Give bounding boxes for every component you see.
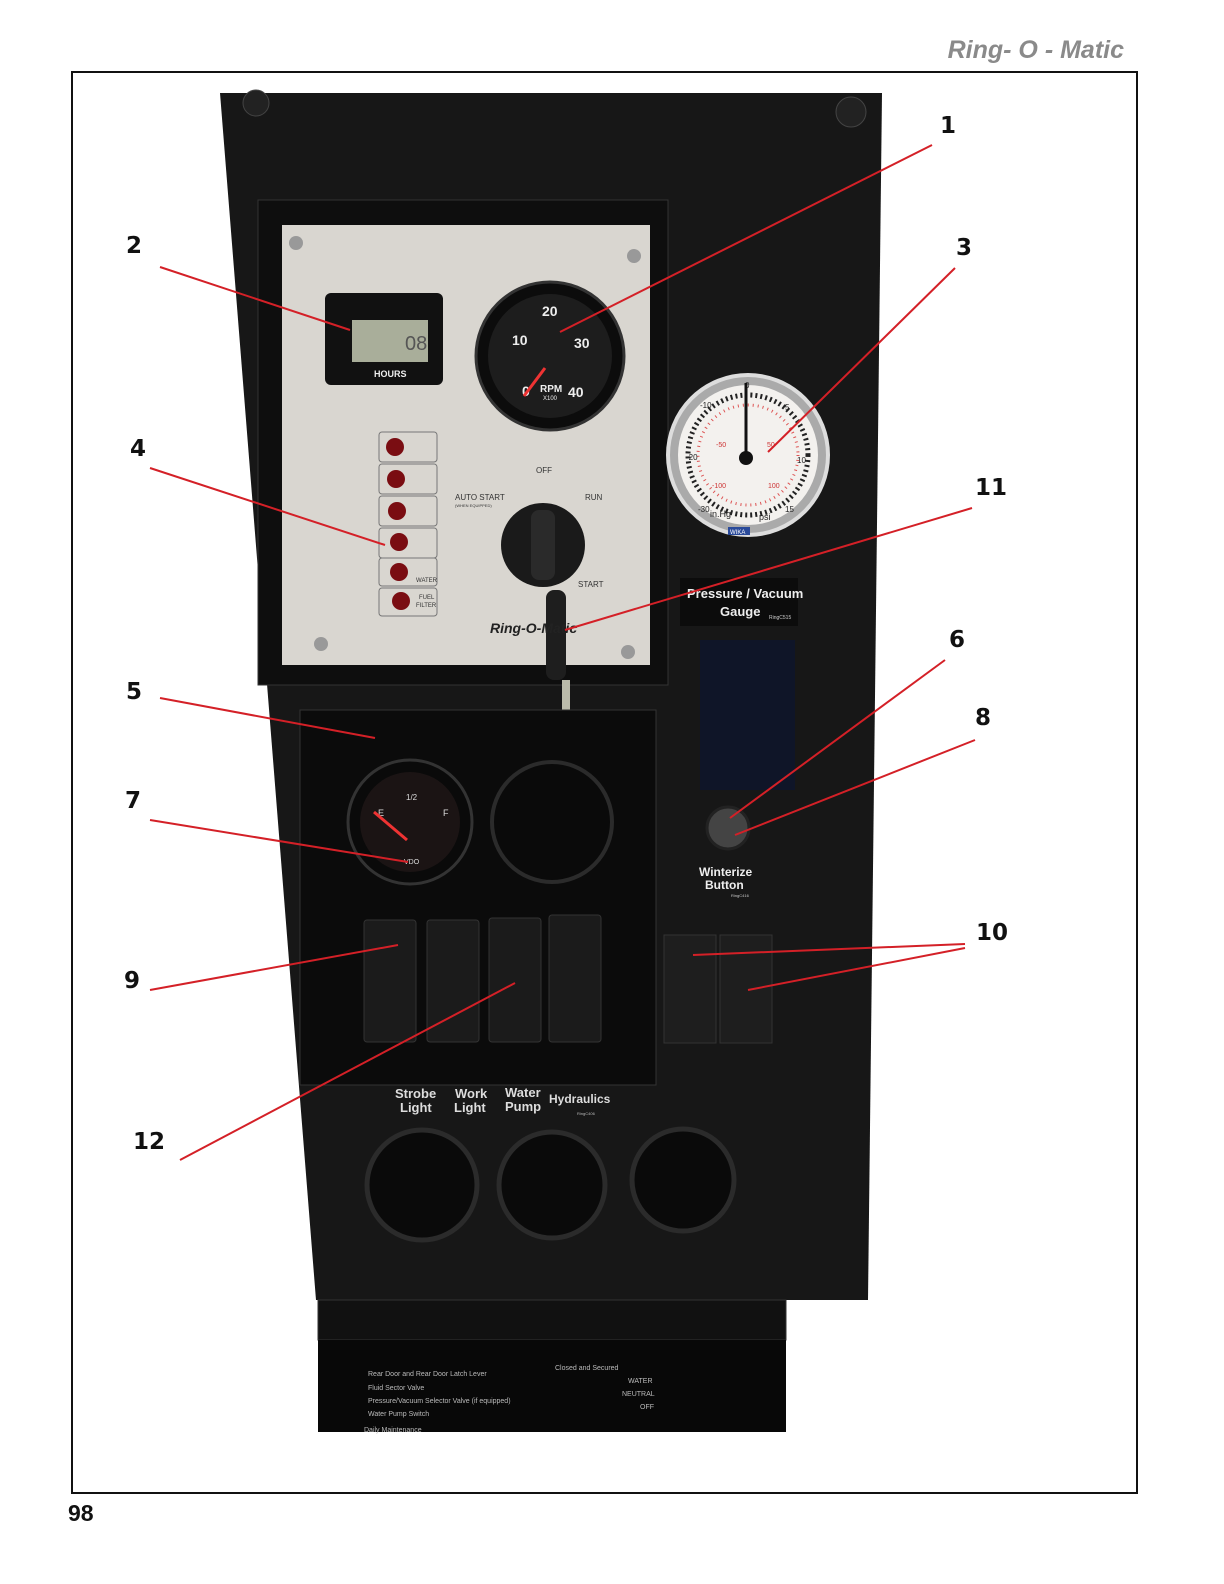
blank-hole <box>364 1127 480 1243</box>
pressure-vacuum-gauge: 0 -10 -20 -30 5 10 15 -50 -100 50 100 in… <box>666 373 830 537</box>
svg-text:Winterize: Winterize <box>699 865 753 879</box>
svg-text:HOURS: HOURS <box>374 369 407 379</box>
callout-9: 9 <box>124 968 141 994</box>
svg-text:5: 5 <box>785 403 790 412</box>
svg-text:Pressure / Vacuum: Pressure / Vacuum <box>687 586 803 601</box>
callout-5: 5 <box>126 679 143 705</box>
svg-text:in.Hg: in.Hg <box>710 509 731 519</box>
winterize-button <box>705 805 751 851</box>
svg-text:10: 10 <box>512 332 528 348</box>
svg-text:RingC515: RingC515 <box>769 615 791 621</box>
svg-text:Closed and Secured: Closed and Secured <box>555 1365 619 1372</box>
svg-text:NEUTRAL: NEUTRAL <box>622 1391 655 1398</box>
svg-text:08: 08 <box>405 333 427 355</box>
blank-hole <box>496 1129 608 1241</box>
hour-meter: 08 HOURS <box>325 293 443 385</box>
silver-plate <box>282 225 650 665</box>
callout-2: 2 <box>126 233 143 259</box>
svg-text:Light: Light <box>454 1100 486 1115</box>
rocker-switches <box>363 914 602 1043</box>
svg-text:-30: -30 <box>698 505 710 514</box>
cover-plate <box>663 934 717 1044</box>
svg-text:Work: Work <box>455 1086 488 1101</box>
figure-frame <box>71 71 1138 1494</box>
svg-text:OFF: OFF <box>640 1404 654 1411</box>
svg-text:-10: -10 <box>700 401 712 410</box>
callout-6: 6 <box>949 627 966 653</box>
svg-text:Hydraulics: Hydraulics <box>549 1092 611 1106</box>
svg-text:1/2: 1/2 <box>406 793 418 802</box>
callout-8: 8 <box>975 705 992 731</box>
svg-text:Pressure/Vacuum Selector Valve: Pressure/Vacuum Selector Valve (if equip… <box>368 1398 511 1405</box>
fuel-gauge: E 1/2 F VDO <box>346 758 474 886</box>
svg-text:START: START <box>578 580 604 589</box>
callout-4: 4 <box>130 436 147 462</box>
svg-text:RUN: RUN <box>585 493 603 502</box>
svg-text:Pump: Pump <box>505 1099 541 1114</box>
svg-text:-20: -20 <box>686 453 698 462</box>
svg-text:X100: X100 <box>543 396 558 402</box>
svg-text:Strobe: Strobe <box>395 1086 436 1101</box>
callout-11: 11 <box>975 475 1008 501</box>
svg-text:Ring-O-Matic: Ring-O-Matic <box>490 620 577 636</box>
svg-text:50: 50 <box>767 442 775 449</box>
svg-text:WATER: WATER <box>628 1378 653 1385</box>
page-number: 98 <box>68 1500 94 1526</box>
svg-text:15: 15 <box>785 505 794 514</box>
sticker-text: Rear Door and Rear Door Latch Lever Clos… <box>364 1365 655 1434</box>
callout-10: 10 <box>976 920 1009 946</box>
callout-7: 7 <box>125 788 142 814</box>
svg-text:RPM: RPM <box>540 384 562 395</box>
document-header: Ring- O - Matic <box>947 36 1124 64</box>
hinge <box>317 1299 787 1341</box>
tachometer: 0 10 20 30 40 RPM X100 <box>474 280 626 432</box>
svg-text:Gauge: Gauge <box>720 604 760 619</box>
svg-text:Water Pump Switch: Water Pump Switch <box>368 1411 429 1418</box>
svg-text:WATER: WATER <box>416 578 438 584</box>
cabinet-bolt <box>242 89 270 117</box>
svg-text:10: 10 <box>797 456 806 465</box>
svg-text:RingC406: RingC406 <box>577 1111 596 1116</box>
svg-text:-100: -100 <box>712 483 726 490</box>
svg-text:Fluid Sector Valve: Fluid Sector Valve <box>368 1385 424 1392</box>
callout-3: 3 <box>956 235 973 261</box>
sticker <box>318 1340 786 1432</box>
callout-1: 1 <box>940 113 957 139</box>
svg-text:AUTO START: AUTO START <box>455 493 505 502</box>
svg-text:psi: psi <box>759 512 771 522</box>
svg-text:E: E <box>378 808 384 818</box>
svg-text:Water: Water <box>505 1085 541 1100</box>
svg-text:OFF: OFF <box>536 466 552 475</box>
svg-text:Rear Door and Rear Door Latch: Rear Door and Rear Door Latch Lever <box>368 1371 487 1378</box>
svg-text:F: F <box>443 808 449 818</box>
blank-gauge-hole <box>490 760 614 884</box>
svg-text:100: 100 <box>768 483 780 490</box>
svg-text:WIKA: WIKA <box>730 530 745 536</box>
svg-text:VDO: VDO <box>404 859 420 866</box>
indicator-lights: WATER FUEL FILTER <box>378 431 438 617</box>
svg-text:FUEL: FUEL <box>419 595 435 601</box>
svg-text:RingC416: RingC416 <box>731 893 750 898</box>
svg-text:Daily Maintenance: Daily Maintenance <box>364 1427 422 1434</box>
svg-text:Light: Light <box>400 1100 432 1115</box>
svg-text:FILTER: FILTER <box>416 603 437 609</box>
svg-text:20: 20 <box>542 303 558 319</box>
callout-12: 12 <box>133 1129 166 1155</box>
svg-text:30: 30 <box>574 335 590 351</box>
svg-text:(WHEN EQUIPPED): (WHEN EQUIPPED) <box>455 503 492 508</box>
svg-text:Button: Button <box>705 878 744 892</box>
svg-text:40: 40 <box>568 384 584 400</box>
blank-hole <box>629 1126 737 1234</box>
callout-lines <box>149 144 976 1161</box>
svg-text:-50: -50 <box>716 442 726 449</box>
cabinet-bolt <box>835 96 867 128</box>
